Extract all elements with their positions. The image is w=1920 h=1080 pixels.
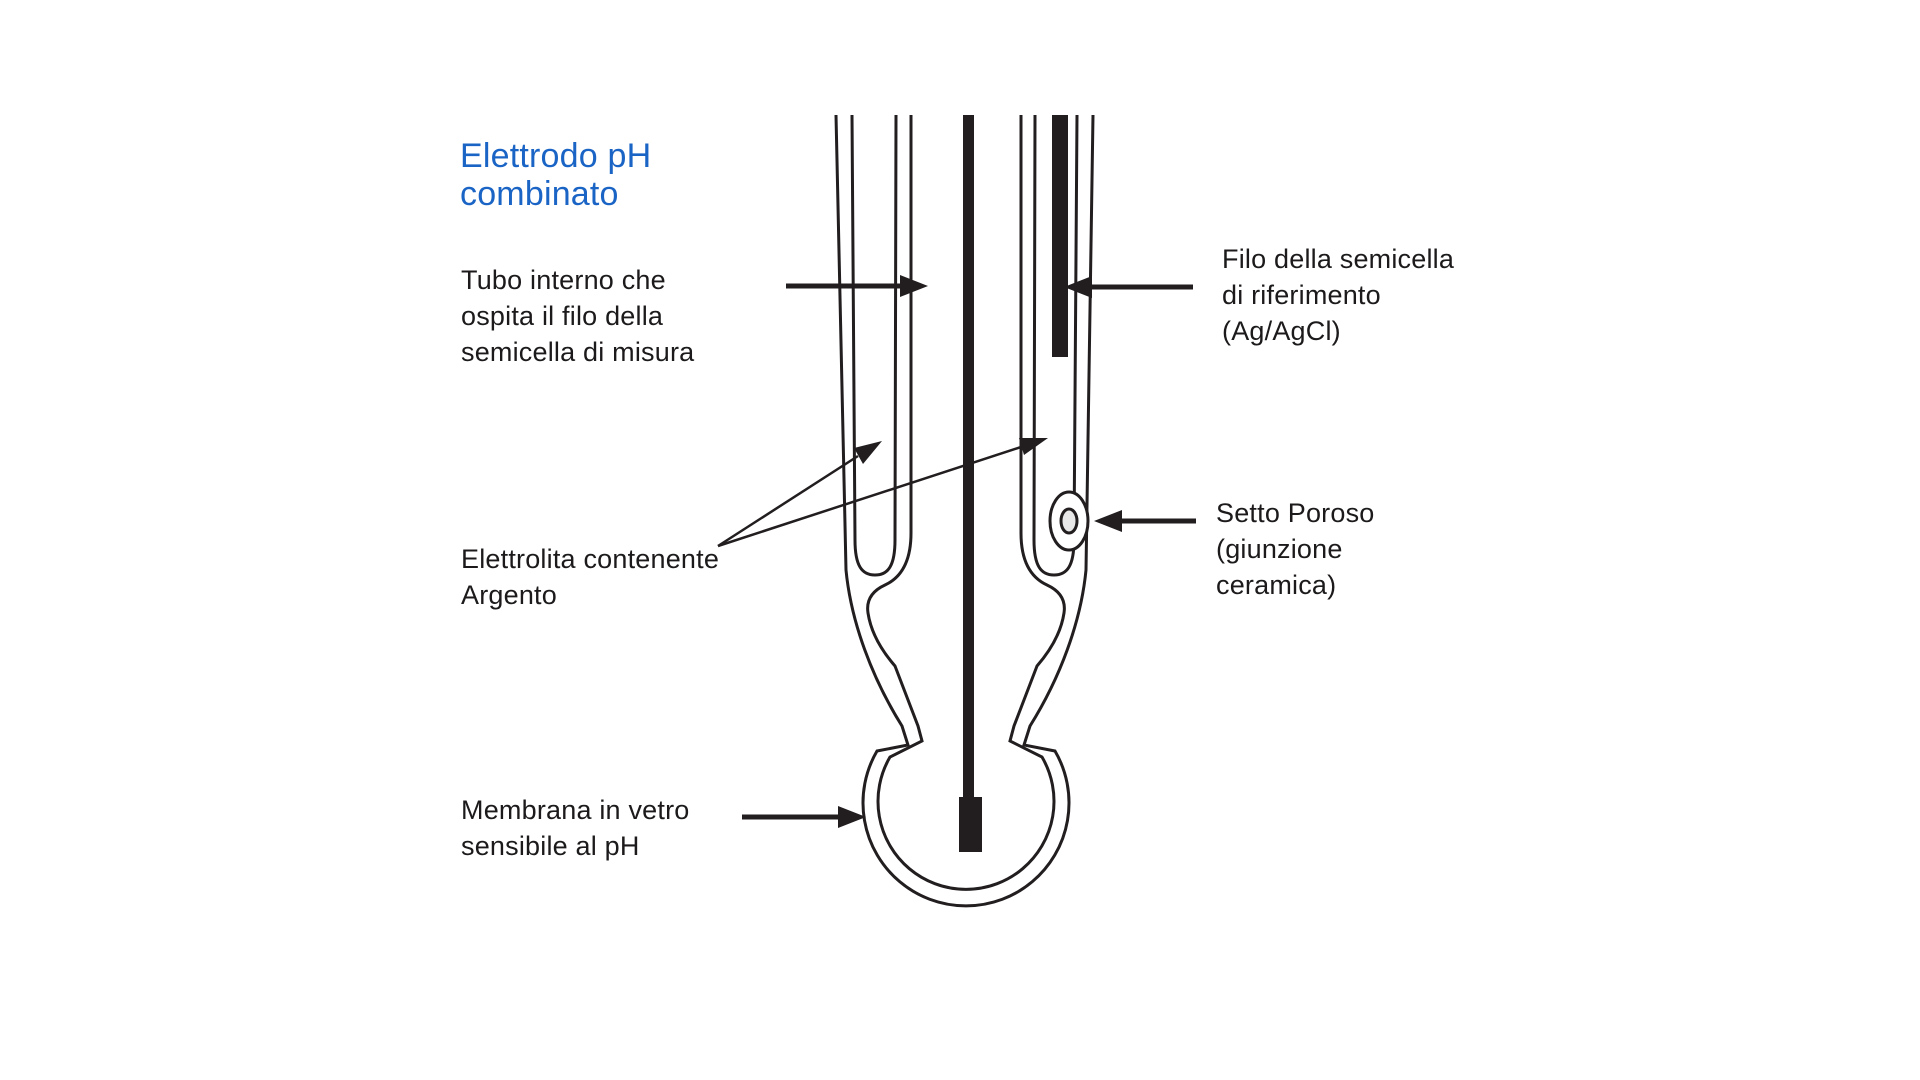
reference-chamber-left-outline (850, 114, 898, 577)
arrow-filo-riferimento (1064, 276, 1193, 298)
arrow-membrana (742, 806, 866, 828)
figure-title: Elettrodo pH combinato (460, 137, 652, 213)
arrow-setto-poroso (1094, 510, 1196, 532)
label-elettrolita: Elettrolita contenente Argento (461, 544, 720, 610)
inner-tube-bore-outline (866, 115, 1066, 891)
label-setto-poroso: Setto Poroso (giunzione ceramica) (1216, 498, 1375, 600)
label-filo-riferimento: Filo della semicella di riferimento (Ag/… (1222, 244, 1455, 346)
ceramic-junction-inner (1059, 507, 1079, 535)
arrow-elettrolita-right (717, 438, 1048, 548)
label-membrana: Membrana in vetro sensibile al pH (461, 795, 690, 861)
reference-chamber-right-outline (1032, 114, 1079, 577)
arrow-elettrolita-left (717, 441, 882, 548)
measuring-rod-tip (959, 797, 982, 852)
reference-wire (1052, 115, 1068, 357)
measuring-rod (963, 115, 974, 799)
outer-tube-outline (834, 114, 1095, 908)
arrow-tubo-interno (786, 275, 928, 297)
label-tubo-interno: Tubo interno che ospita il filo della se… (461, 265, 695, 367)
